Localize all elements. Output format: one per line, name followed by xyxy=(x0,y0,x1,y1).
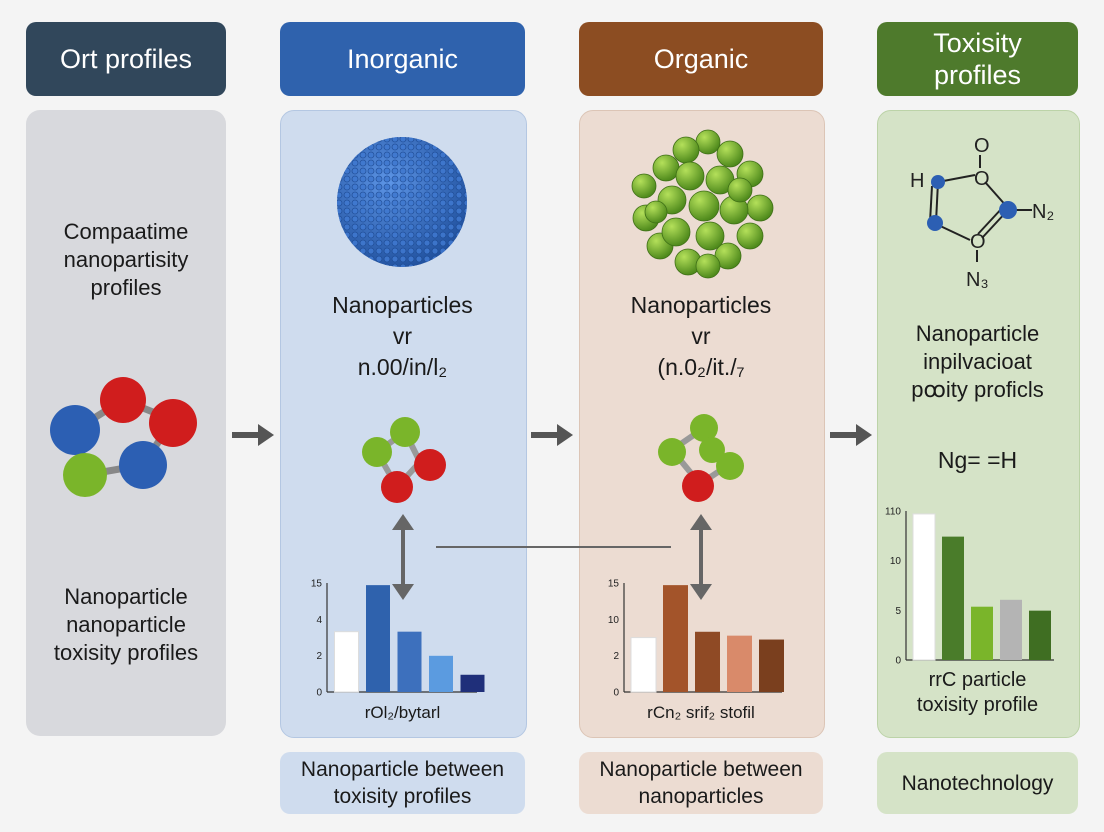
column-header-inorganic: Inorganic xyxy=(280,22,525,96)
y-tick-label: 2 xyxy=(613,651,619,662)
y-tick-label: 5 xyxy=(895,606,901,617)
inorganic-molecule-icon xyxy=(362,417,446,503)
inorganic-title-text: Nanoparticles vr n.00/in/l₂ xyxy=(332,292,473,380)
bar xyxy=(334,631,359,693)
comparative-profiles-text: Compaatime nanopartisity profiles xyxy=(63,219,189,300)
bar xyxy=(971,606,993,660)
bar xyxy=(429,655,453,692)
formula-text: Ng= =H xyxy=(937,447,1018,473)
bar xyxy=(759,639,784,692)
column-header-toxisity-profiles: Toxisity profiles xyxy=(877,22,1078,96)
toxisity-title-text: Nanoparticle inpilvacioat pꝏity proficls xyxy=(911,321,1044,402)
atom-label: O xyxy=(974,168,990,190)
molecular-structure-diagram: O H O N₂ O N₃ xyxy=(910,135,1054,291)
y-tick-label: 10 xyxy=(608,615,620,626)
footer-inorganic: Nanoparticle between toxisity profiles xyxy=(280,752,525,814)
toxisity-chart-caption: rrC particle toxisity profile xyxy=(916,669,1039,716)
organic-molecule-icon xyxy=(658,414,744,502)
bar xyxy=(727,635,752,692)
column-header-ort-profiles: Ort profiles xyxy=(26,22,226,96)
footer-toxisity: Nanotechnology xyxy=(877,752,1078,814)
atom-label: N₃ xyxy=(966,269,989,291)
toxisity-bar-chart: 0 5 10 110 xyxy=(885,507,1054,667)
y-tick-label: 10 xyxy=(890,556,902,567)
bar xyxy=(1000,599,1022,660)
arrow-right-icon xyxy=(531,424,573,446)
nanoparticle-toxisity-text: Nanoparticle nanoparticle toxisity profi… xyxy=(53,584,199,665)
bar xyxy=(912,513,936,661)
inorganic-nanoparticle-cluster-icon xyxy=(337,137,467,267)
organic-nanoparticle-cluster-icon xyxy=(631,129,774,279)
atom-label: H xyxy=(910,170,924,192)
y-tick-label: 15 xyxy=(311,579,323,590)
footer-organic-text: Nanoparticle between nanoparticles xyxy=(599,758,803,808)
column-header-organic: Organic xyxy=(579,22,823,96)
bar xyxy=(460,674,485,692)
footer-inorganic-text: Nanoparticle between toxisity profiles xyxy=(300,758,505,808)
bar xyxy=(630,637,657,693)
y-tick-label: 0 xyxy=(316,688,322,699)
organic-title-text: Nanoparticles vr (n.0₂/it./₇ xyxy=(630,292,772,380)
double-arrow-icon xyxy=(690,514,712,600)
arrow-right-icon xyxy=(232,424,274,446)
y-tick-label: 110 xyxy=(885,507,901,518)
atom-label: O xyxy=(970,231,986,253)
bar xyxy=(397,631,422,692)
molecule-cluster-icon xyxy=(50,377,197,497)
organic-bar-chart: 0 2 10 15 xyxy=(608,579,784,699)
footer-organic: Nanoparticle between nanoparticles xyxy=(579,752,823,814)
y-tick-label: 2 xyxy=(316,651,322,662)
arrow-right-icon xyxy=(830,424,872,446)
atom-label: N₂ xyxy=(1032,201,1054,223)
connector-line xyxy=(436,546,671,548)
y-tick-label: 0 xyxy=(613,688,619,699)
double-arrow-icon xyxy=(392,514,414,600)
bar xyxy=(695,631,720,692)
bar xyxy=(663,585,688,692)
y-tick-label: 15 xyxy=(608,579,620,590)
inorganic-chart-caption: rOl₂/bytarl xyxy=(364,703,441,722)
inorganic-bar-chart: 0 2 4 15 xyxy=(311,579,485,699)
bar xyxy=(1029,610,1051,660)
organic-chart-caption: rCn₂ srif₂ stofil xyxy=(647,703,755,722)
atom-label: O xyxy=(974,135,990,157)
footer-toxisity-text: Nanotechnology xyxy=(901,771,1054,795)
bar xyxy=(942,536,964,660)
y-tick-label: 4 xyxy=(316,615,322,626)
y-tick-label: 0 xyxy=(895,656,901,667)
bar xyxy=(366,585,390,692)
